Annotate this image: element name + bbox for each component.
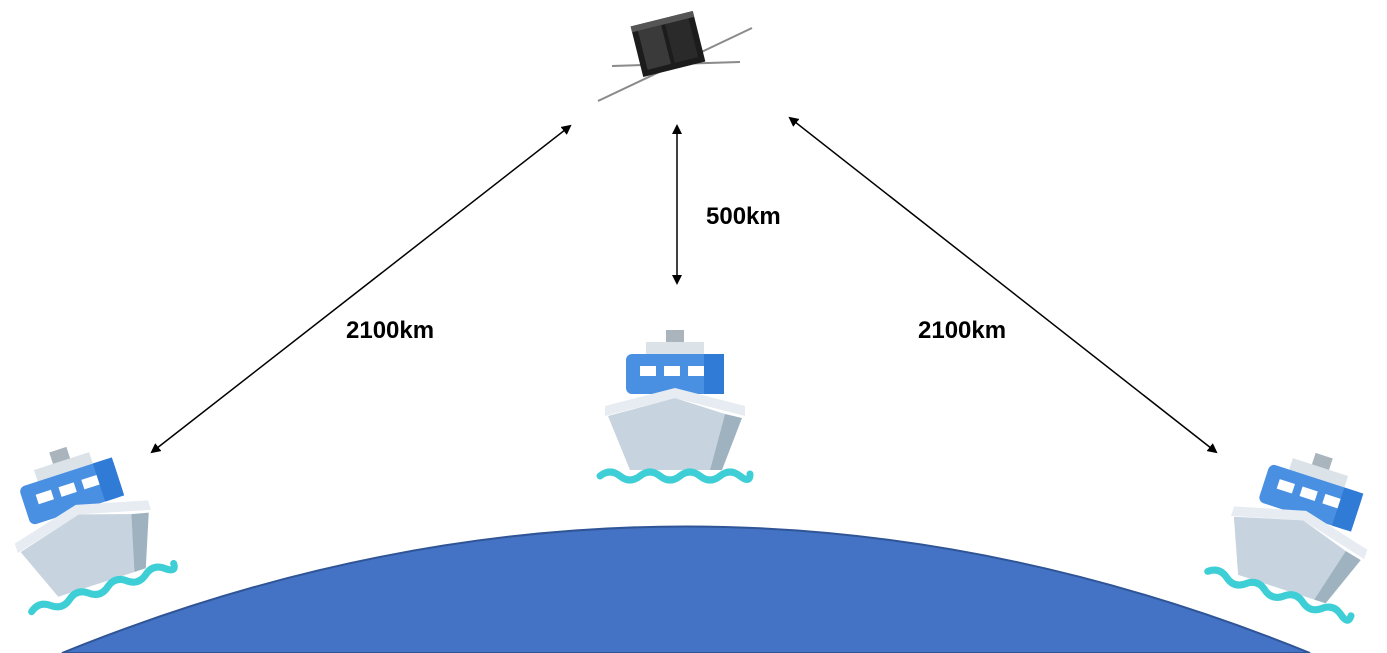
left-distance-arrow	[150, 124, 572, 454]
cubesat-icon	[597, 11, 753, 102]
center-distance-label: 500km	[706, 203, 781, 230]
left-distance-label: 2100km	[346, 317, 434, 344]
earth-surface	[61, 525, 1311, 653]
ship-icon-right	[1206, 432, 1387, 621]
ship-icon-left	[0, 426, 176, 615]
ship-icon-center	[600, 330, 750, 480]
right-distance-label: 2100km	[918, 317, 1006, 344]
right-distance-arrow	[788, 116, 1218, 454]
